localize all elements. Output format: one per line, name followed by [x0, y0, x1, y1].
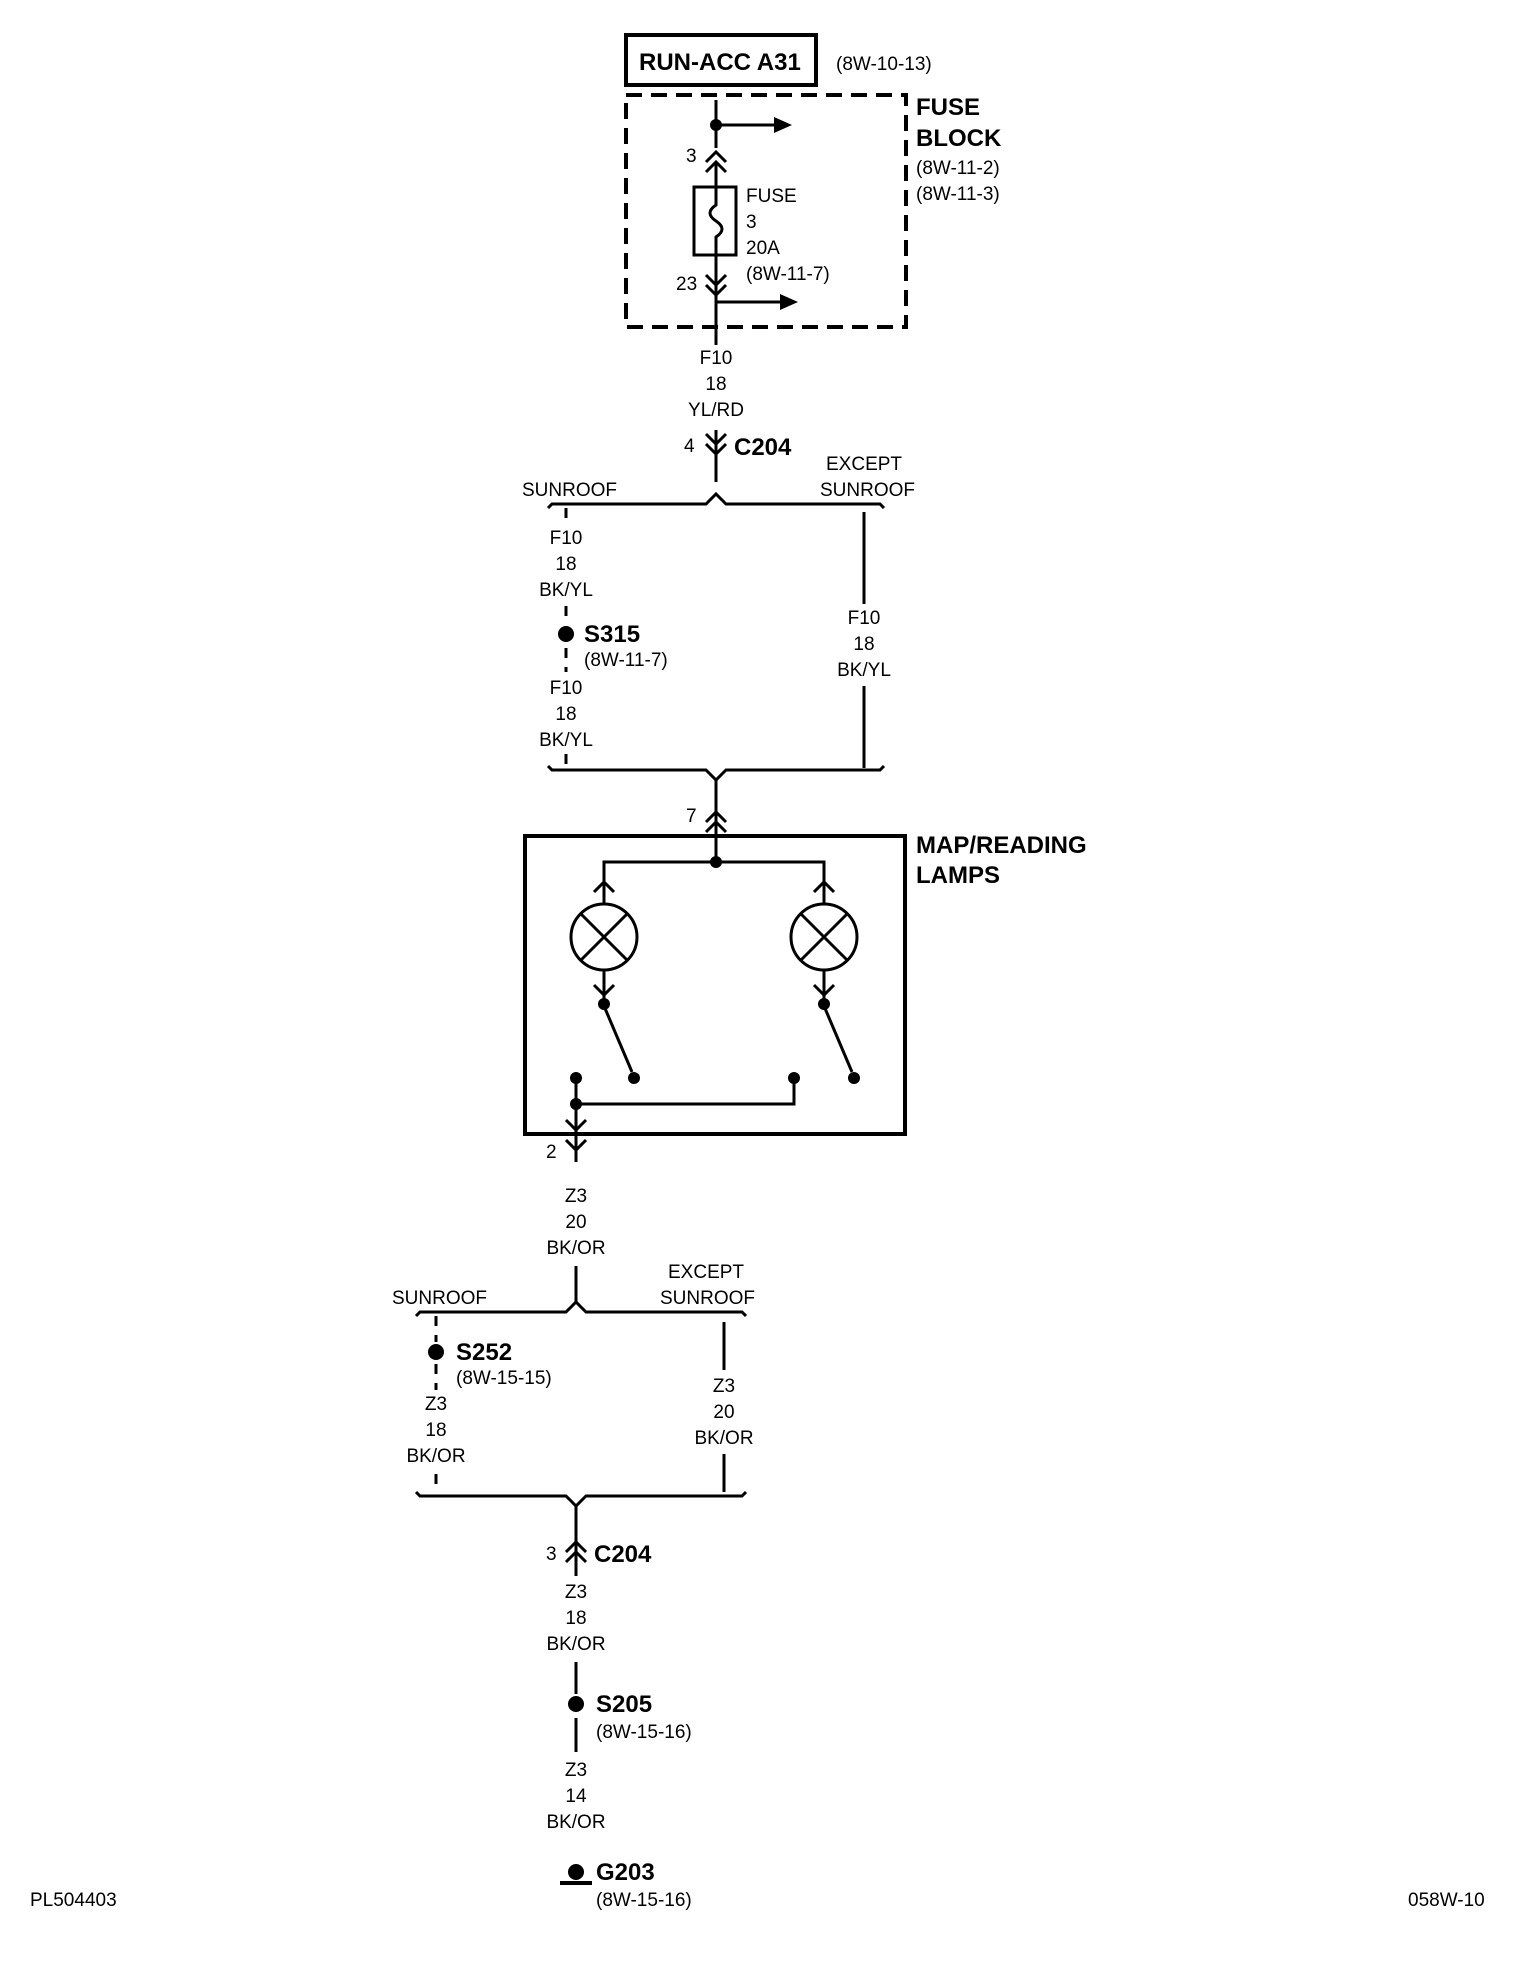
lower-sunroof-label: SUNROOF: [392, 1288, 487, 1309]
lower-wire-a-circuit: Z3: [565, 1582, 587, 1603]
fuse-label: FUSE: [746, 186, 797, 207]
fuse-block-title-2: BLOCK: [916, 125, 1002, 152]
upper-except-wire-color: BK/YL: [837, 660, 891, 681]
lower-wire-b-circuit: Z3: [565, 1760, 587, 1781]
connector-icon: [812, 983, 836, 998]
lower-sunroof-wire-circuit: Z3: [425, 1394, 447, 1415]
connector-icon: [592, 879, 616, 894]
upper-sunroof-wire-b-color: BK/YL: [539, 730, 593, 751]
fuse-pin-out: 23: [676, 274, 697, 295]
splice-s252-dot: [428, 1344, 444, 1360]
lower-wire-a-color: BK/OR: [546, 1634, 605, 1655]
fuse-block-outline: [624, 93, 908, 329]
lamps-pin-out: 2: [546, 1142, 557, 1163]
right-lamp-switch-icon: [818, 998, 860, 1084]
fuse-ref: (8W-11-7): [746, 264, 830, 285]
lower-wire-b-gauge: 14: [565, 1786, 587, 1807]
ground-out-wire-gauge: 20: [565, 1212, 586, 1233]
source-ref: (8W-10-13): [836, 54, 932, 75]
connector-icon: [592, 983, 616, 998]
upper-sunroof-label: SUNROOF: [522, 480, 617, 501]
ground-icon: [560, 1864, 592, 1885]
upper-except-wire-circuit: F10: [848, 608, 881, 629]
ground-out-wire-circuit: Z3: [565, 1186, 587, 1207]
lower-wire-b-color: BK/OR: [546, 1812, 605, 1833]
ground-ref: (8W-15-16): [596, 1890, 692, 1911]
connector-icon: [564, 1539, 588, 1554]
upper-except-label-2: SUNROOF: [820, 480, 915, 501]
upper-sunroof-wire-a-color: BK/YL: [539, 580, 593, 601]
splice-s315-name: S315: [584, 621, 640, 648]
source-box: [624, 33, 818, 87]
c204-lower-name: C204: [594, 1541, 652, 1568]
c204-lower-pin: 3: [546, 1544, 557, 1565]
fuse-block-ref-2: (8W-11-3): [916, 184, 1000, 205]
splice-s205-dot: [568, 1696, 584, 1712]
right-lamp-bulb-icon: [789, 902, 859, 972]
feed-wire-color: YL/RD: [688, 400, 744, 421]
left-lamp-bulb-icon: [569, 902, 639, 972]
splice-s315-ref: (8W-11-7): [584, 650, 668, 671]
lower-wire-a-gauge: 18: [565, 1608, 586, 1629]
source-label: RUN-ACC A31: [639, 49, 801, 76]
upper-except-wire-gauge: 18: [853, 634, 874, 655]
fuse-block-title-1: FUSE: [916, 94, 980, 121]
upper-sunroof-wire-b-gauge: 18: [555, 704, 576, 725]
feed-wire-gauge: 18: [705, 374, 726, 395]
fuse-block-ref-1: (8W-11-2): [916, 158, 1000, 179]
splice-s205-name: S205: [596, 1691, 652, 1718]
lower-sunroof-wire-gauge: 18: [425, 1420, 446, 1441]
upper-sunroof-wire-b-circuit: F10: [550, 678, 583, 699]
lower-except-label-2: SUNROOF: [660, 1288, 755, 1309]
fuse-rating: 20A: [746, 238, 780, 259]
lower-sunroof-wire-color: BK/OR: [406, 1446, 465, 1467]
lower-except-wire-gauge: 20: [713, 1402, 734, 1423]
connector-icon: [704, 149, 728, 164]
ground-out-wire-color: BK/OR: [546, 1238, 605, 1259]
splice-s252-ref: (8W-15-15): [456, 1368, 552, 1389]
connector-icon: [704, 273, 728, 288]
lower-except-wire-circuit: Z3: [713, 1376, 735, 1397]
splice-s205-ref: (8W-15-16): [596, 1722, 692, 1743]
connector-icon: [812, 879, 836, 894]
lamps-box: [523, 834, 907, 1136]
upper-sunroof-wire-a-circuit: F10: [550, 528, 583, 549]
c204-upper-pin: 4: [684, 436, 695, 457]
connector-icon: [704, 809, 728, 824]
left-lamp-switch-icon: [598, 998, 640, 1084]
fuse-number: 3: [746, 212, 757, 233]
fuse-pin-in: 3: [686, 146, 697, 167]
c204-upper-name: C204: [734, 434, 792, 461]
lower-except-wire-color: BK/OR: [694, 1428, 753, 1449]
upper-except-label-1: EXCEPT: [826, 454, 902, 475]
footer-left-code: PL504403: [30, 1890, 117, 1911]
connector-icon: [564, 1118, 588, 1133]
lamps-title-1: MAP/READING: [916, 832, 1087, 859]
splice-s315-dot: [558, 626, 574, 642]
footer-right-code: 058W-10: [1408, 1890, 1485, 1911]
lamps-pin-in: 7: [686, 806, 697, 827]
splice-s252-name: S252: [456, 1339, 512, 1366]
lamps-title-2: LAMPS: [916, 862, 1000, 889]
ground-name: G203: [596, 1859, 655, 1886]
bus-arrow-icon: [774, 117, 792, 133]
feed-wire-circuit: F10: [700, 348, 733, 369]
upper-sunroof-wire-a-gauge: 18: [555, 554, 576, 575]
bus-arrow-icon: [780, 294, 798, 310]
lower-except-label-1: EXCEPT: [668, 1262, 744, 1283]
